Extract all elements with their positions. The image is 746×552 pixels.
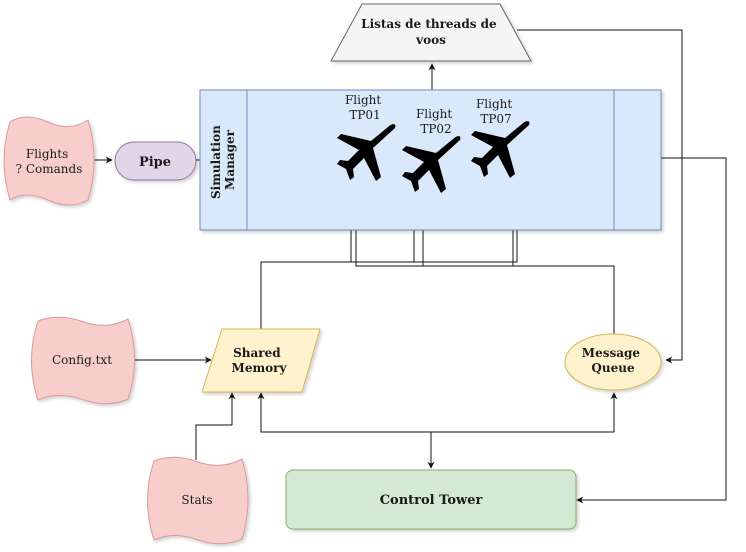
pipe-shape: [114, 141, 197, 181]
edge-tower-bus: [257, 392, 618, 433]
control-tower-label: Control Tower: [380, 493, 483, 508]
flights-commands-line2: ? Comands: [16, 162, 83, 176]
edge-bus-queue-to-tp01b: [355, 230, 423, 267]
message-queue-node: [564, 333, 662, 391]
simulation-manager-line1: Simulation: [209, 125, 223, 199]
flight-tp01-line2: TP01: [349, 108, 380, 122]
svg-text:Flight TP07: Flight TP07: [476, 97, 516, 126]
config-shape: [31, 316, 135, 405]
pipe-node: [114, 141, 197, 181]
svg-text:Listas de threads de voos: Listas de threads de voos: [361, 17, 501, 47]
svg-text:Flight TP02: Flight TP02: [416, 107, 456, 136]
connectors: [90, 29, 727, 504]
shared-memory-line1: Shared: [233, 346, 281, 360]
thread-list-line2: voos: [415, 33, 446, 47]
edge-stats-to-memory: [195, 392, 236, 460]
thread-list-line1: Listas de threads de: [361, 17, 497, 31]
flight-tp07-line1: Flight: [476, 97, 512, 111]
flights-commands-node: [3, 116, 95, 206]
thread-list-node: [330, 3, 532, 62]
pipe-label: Pipe: [139, 155, 171, 170]
stats-shape: [147, 456, 249, 545]
config-node: [31, 316, 135, 405]
config-label: Config.txt: [52, 353, 112, 367]
flight-tp07-line2: TP07: [480, 112, 511, 126]
svg-text:Simulation Manager: Simulation Manager: [209, 121, 237, 199]
thread-list-shape: [330, 3, 532, 62]
shared-memory-shape: [201, 328, 321, 393]
svg-text:Shared Memory: Shared Memory: [232, 346, 288, 375]
stats-label: Stats: [181, 493, 212, 507]
message-queue-line1: Message: [582, 346, 641, 360]
shared-memory-node: [201, 328, 321, 393]
simulation-manager-line2: Manager: [223, 129, 237, 190]
flights-commands-line1: Flights: [26, 147, 68, 161]
svg-text:Message Queue: Message Queue: [582, 346, 644, 375]
message-queue-line2: Queue: [591, 361, 635, 375]
svg-text:Flights ? Comands: Flights ? Comands: [16, 147, 83, 176]
control-tower-shape: [285, 469, 577, 530]
svg-text:Flight TP01: Flight TP01: [345, 93, 385, 122]
flight-tp02-line2: TP02: [420, 122, 451, 136]
edge-threadlist-to-queue: [517, 29, 683, 364]
control-tower-node: [285, 469, 577, 530]
edge-manager-to-tower: [576, 157, 727, 504]
message-queue-shape: [564, 333, 662, 391]
shared-memory-line2: Memory: [232, 361, 288, 375]
flights-commands-shape: [3, 116, 95, 206]
flight-tp02-line1: Flight: [416, 107, 452, 121]
stats-node: [147, 456, 249, 545]
flight-tp01-line1: Flight: [345, 93, 381, 107]
